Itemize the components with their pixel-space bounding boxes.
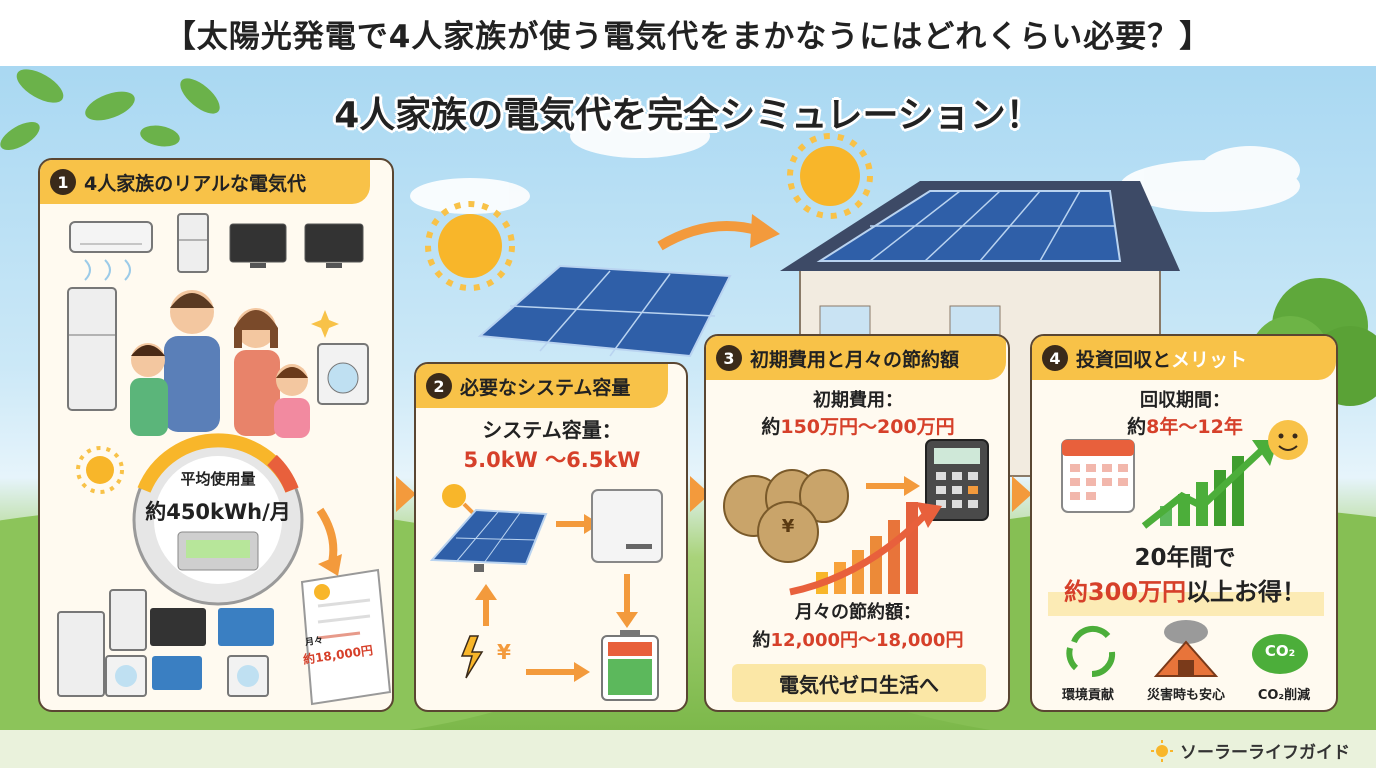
zero-bill-text: 電気代ゼロ生活へ (779, 672, 939, 697)
capacity-label: システム容量： (482, 418, 622, 442)
panel-heading-highlight: メリット (1171, 348, 1248, 371)
power-meter-icon (132, 433, 304, 606)
sun-icon (86, 456, 114, 484)
calendar-icon (1061, 439, 1135, 513)
disaster-shelter-icon (1153, 620, 1219, 677)
air-conditioner-icon (69, 221, 153, 281)
washing-machine-icon (317, 343, 369, 405)
cloud-icon (410, 102, 1300, 214)
zero-bill-banner: 電気代ゼロ生活へ (732, 664, 986, 702)
panel-header: 3 初期費用と月々の節約額 (706, 336, 1006, 380)
page-subtitle: 4人家族の電気代を完全シミュレーション！ (334, 95, 1042, 136)
fridge-icon (67, 287, 117, 411)
panel3-illustration (723, 439, 989, 596)
sun-icon (442, 484, 466, 508)
step-number: 4 (1042, 345, 1068, 371)
money-bag-yen: ¥ (781, 516, 795, 537)
step-number: 3 (716, 345, 742, 371)
gain-line: 20年間で (1134, 545, 1236, 571)
monthly-saving-row: 約12,000円〜18,000円 (706, 626, 1008, 652)
fridge-icon (177, 213, 209, 273)
initial-cost-prefix: 約 (761, 416, 781, 438)
panel-header: 4 投資回収とメリット (1032, 336, 1336, 380)
panel-heading: 初期費用と月々の節約額 (750, 348, 960, 371)
gain-row: 約300万円以上お得！ (1032, 572, 1336, 607)
solar-panel-icon (429, 508, 548, 572)
panel-heading: 4人家族のリアルな電気代 (84, 172, 307, 195)
panel2-illustration (429, 484, 663, 701)
payback-value: 8年〜12年 (1146, 416, 1243, 438)
smiley-icon (1268, 420, 1308, 460)
monthly-saving-prefix: 約 (752, 630, 771, 651)
power-inverter-icon (591, 489, 663, 563)
flow-arrow-icon (396, 476, 416, 512)
flow-arrow-icon (1012, 476, 1032, 512)
panel-payback-merits: 4 投資回収とメリット 回収期間： 約8年〜12年 (1030, 334, 1338, 712)
payback-label: 回収期間： (1140, 390, 1230, 411)
capacity-value: 5.0kW 〜6.5kW (463, 448, 641, 472)
calculator-icon (925, 439, 989, 521)
footer-strip (0, 730, 1376, 768)
panel-heading: 必要なシステム容量 (460, 376, 631, 399)
lightning-icon (460, 635, 484, 679)
initial-cost-label: 初期費用： (813, 390, 903, 411)
money-bag-icon (723, 469, 849, 563)
electricity-bill-icon (300, 568, 392, 706)
sun-icon (425, 133, 873, 291)
panel-heading-main: 投資回収と (1076, 348, 1172, 371)
page-title: 【太陽光発電で4人家族が使う電気代をまかなうにはどれくらい必要？】 (164, 18, 1212, 55)
gain-suffix: 以上お得！ (1186, 578, 1307, 606)
merit-disaster: 災害時も安心 (1146, 688, 1225, 703)
yen-symbol: ¥ (497, 640, 511, 664)
meter-value: 約450kWh/月 (145, 500, 291, 524)
panel1-illustration (57, 213, 392, 706)
leaves-icon (0, 69, 220, 150)
panel-heading: 投資回収とメリット (1076, 345, 1247, 372)
payback-row: 約8年〜12年 (1032, 412, 1336, 439)
appliance-group-icon (57, 589, 274, 697)
tv-icon (229, 223, 287, 268)
solar-panel-icon (477, 264, 732, 358)
initial-cost-value: 150万円〜200万円 (780, 416, 955, 438)
tv-icon (304, 223, 364, 268)
panel4-illustration (1048, 420, 1324, 678)
co2-badge: CO₂ (1264, 642, 1296, 660)
savings-growth-chart-icon (789, 502, 942, 596)
merit-co2: CO₂削減 (1257, 688, 1311, 703)
battery-icon (601, 630, 659, 701)
panel-cost-saving: 3 初期費用と月々の節約額 初期費用： 約150万円〜200万円 ¥ 月々の節約… (704, 334, 1010, 712)
recycle-icon (1066, 625, 1116, 678)
initial-cost-row: 約150万円〜200万円 (706, 412, 1008, 439)
sparkle-icon (311, 310, 339, 338)
step-number: 1 (50, 169, 76, 195)
monthly-saving-label: 月々の節約額： (795, 602, 921, 623)
flow-arrow-icon (657, 221, 762, 251)
gain-value: 約300万円 (1063, 578, 1187, 606)
title-bar: 【太陽光発電で4人家族が使う電気代をまかなうにはどれくらい必要？】 (0, 0, 1376, 66)
payback-prefix: 約 (1127, 416, 1147, 438)
meter-label: 平均使用量 (180, 470, 256, 488)
monthly-saving-value: 12,000円〜18,000円 (770, 630, 964, 651)
family-illustration (130, 290, 310, 438)
panel-header: 2 必要なシステム容量 (416, 364, 668, 408)
panel-electricity-cost: 1 4人家族のリアルな電気代 (38, 158, 394, 712)
co2-cloud-icon (1252, 634, 1308, 674)
panel-system-capacity: 2 必要なシステム容量 システム容量： 5.0kW 〜6.5kW ¥ (414, 362, 688, 712)
step-number: 2 (426, 373, 452, 399)
footer-logo-text: ソーラーライフガイド (1180, 743, 1350, 763)
footer-logo: ソーラーライフガイド (1150, 738, 1350, 763)
merit-environment: 環境貢献 (1061, 688, 1114, 703)
sun-logo-icon (1151, 739, 1173, 762)
growth-chart-icon (1141, 440, 1278, 529)
panel-header: 1 4人家族のリアルな電気代 (40, 160, 370, 204)
